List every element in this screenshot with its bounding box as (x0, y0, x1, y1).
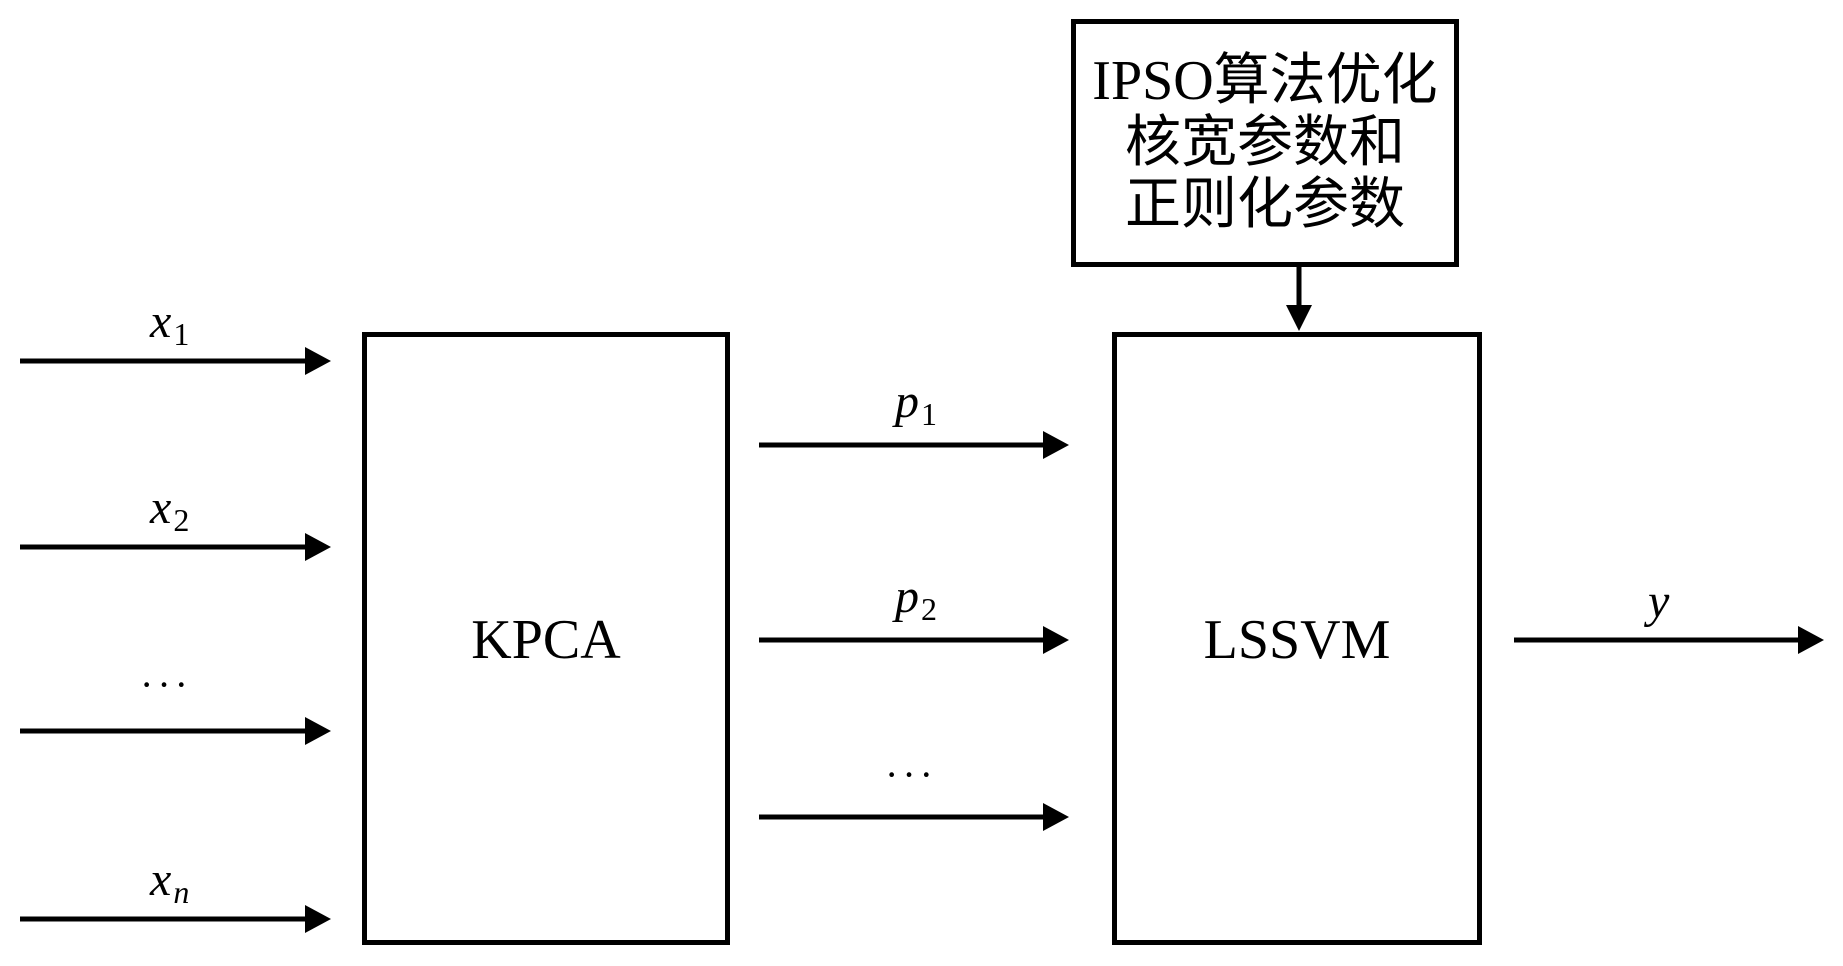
arrowhead-p2 (1043, 626, 1069, 654)
pc-label-p2: p2 (895, 570, 937, 627)
arrowhead-x2 (305, 533, 331, 561)
lssvm-label: LSSVM (1203, 609, 1391, 671)
optimizer-line-2: 核宽参数和 (1125, 112, 1405, 174)
arrowhead-optimizer (1286, 305, 1312, 331)
kpca-label: KPCA (471, 609, 621, 671)
pc-label-p1: p1 (895, 375, 937, 432)
ipso-optimizer-box: IPSO算法优化 核宽参数和 正则化参数 (1071, 19, 1459, 267)
arrowhead-y (1798, 626, 1824, 654)
optimizer-line-3: 正则化参数 (1125, 174, 1405, 236)
lssvm-box: LSSVM (1112, 332, 1482, 945)
arrowhead-pc-ellipsis (1043, 803, 1069, 831)
input-label-x1: x1 (150, 295, 190, 352)
input-ellipsis: ··· (140, 662, 192, 707)
kpca-box: KPCA (362, 332, 730, 945)
pc-ellipsis: ··· (885, 752, 937, 797)
arrowhead-ellipsis (305, 717, 331, 745)
output-label-y: y (1648, 575, 1670, 628)
input-label-xn: xn (150, 853, 190, 910)
arrowhead-p1 (1043, 431, 1069, 459)
arrowhead-xn (305, 905, 331, 933)
arrowhead-x1 (305, 347, 331, 375)
optimizer-line-1: IPSO算法优化 (1092, 50, 1438, 112)
input-label-x2: x2 (150, 481, 190, 538)
